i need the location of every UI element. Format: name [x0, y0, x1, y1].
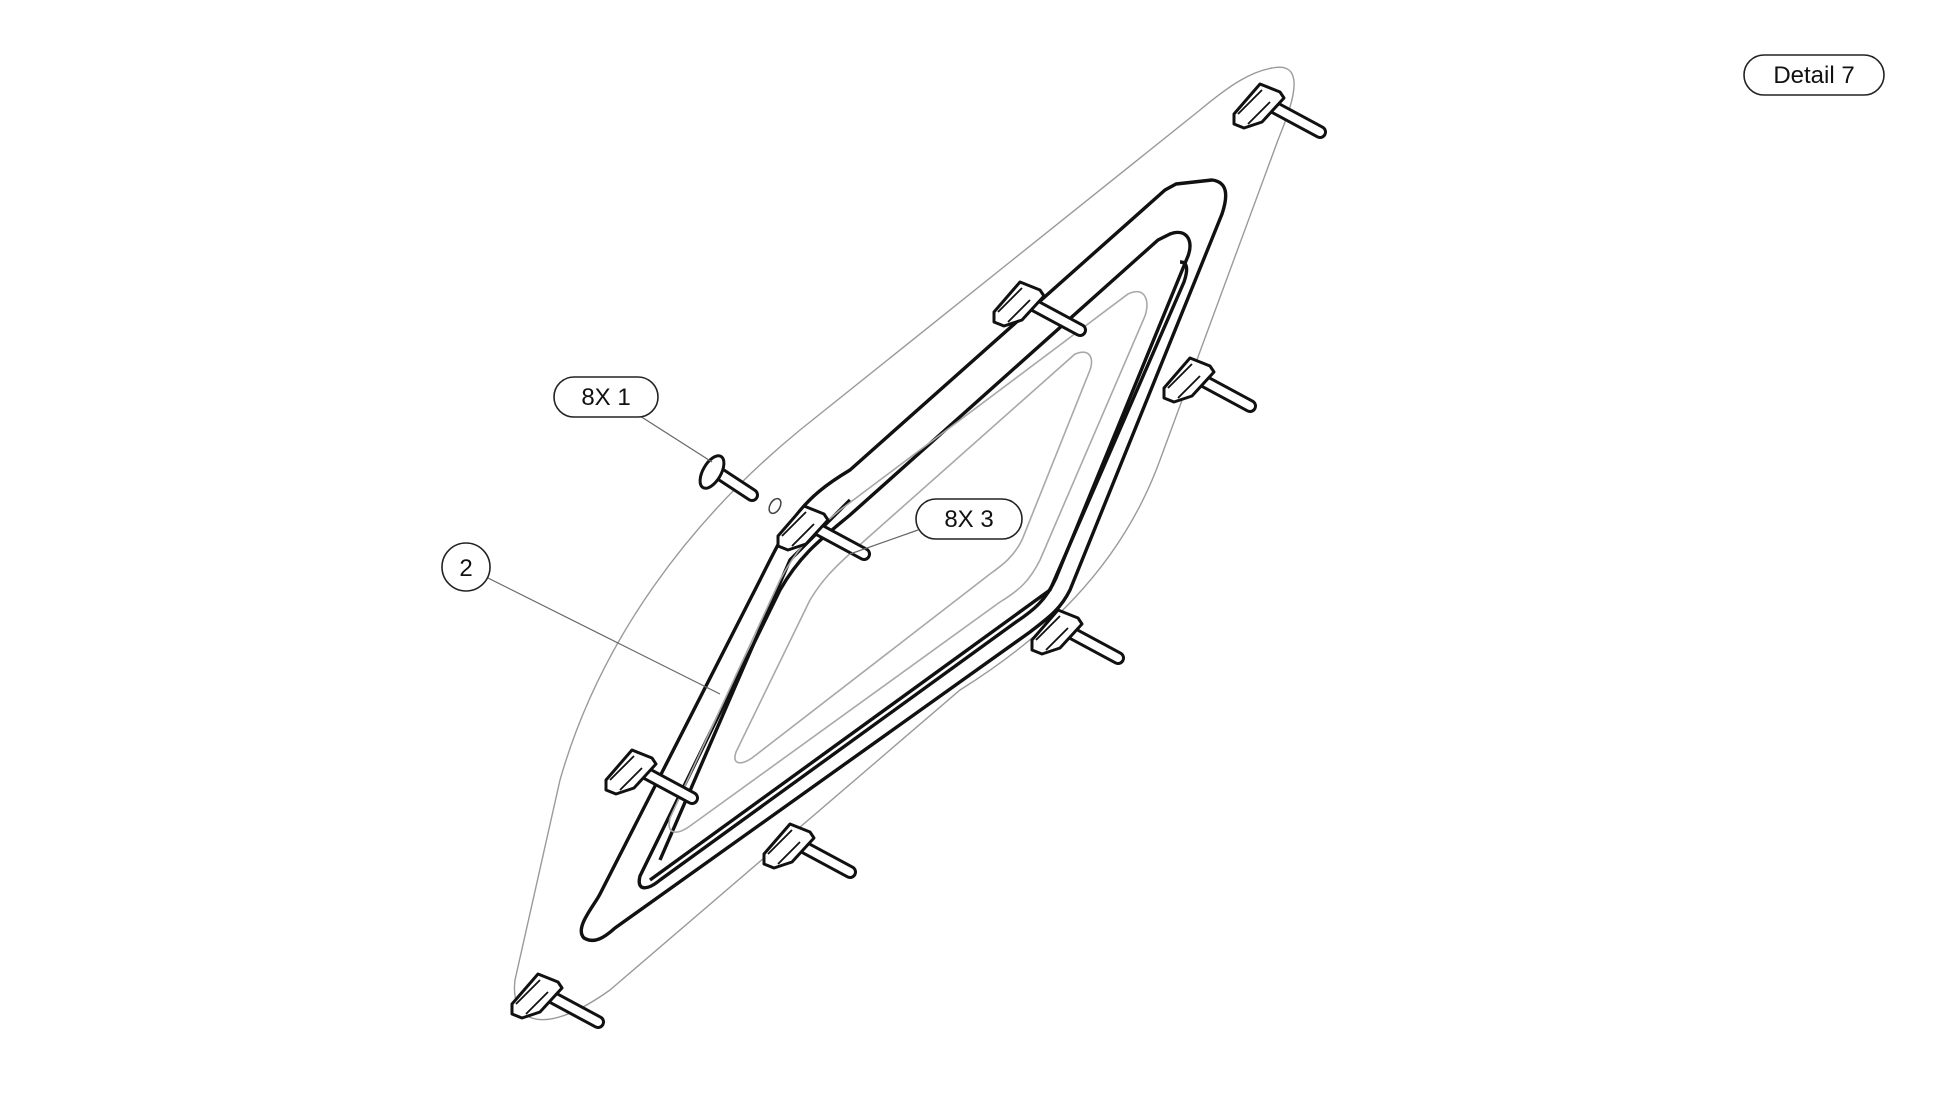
- clamp-bolt-5: [1030, 608, 1125, 665]
- callout-item-1-text: 8X 1: [581, 384, 630, 411]
- callout-item-1: 8X 1: [553, 376, 659, 418]
- leader-item-3: [849, 529, 919, 555]
- inner-rim-left: [658, 498, 852, 861]
- callout-item-3: 8X 3: [915, 498, 1023, 540]
- callout-item-3-text: 8X 3: [944, 506, 993, 533]
- recess-panel: [668, 291, 1148, 833]
- clamp-bolt-7: [762, 822, 857, 879]
- clamp-bolt-2: [992, 280, 1087, 337]
- clamp-bolt-4: [776, 504, 871, 561]
- leader-item-1: [639, 415, 713, 463]
- clamp-bolt-1: [1232, 82, 1327, 139]
- callout-item-2-text: 2: [459, 555, 472, 582]
- detail-label-badge: Detail 7: [1743, 54, 1885, 96]
- outer-plate-outline: [513, 66, 1295, 1021]
- plate-hole: [768, 497, 782, 515]
- clamp-bolt-6: [604, 748, 699, 805]
- clamp-group: [510, 82, 1327, 1029]
- inner-rim: [649, 260, 1189, 882]
- detail-label-text: Detail 7: [1773, 62, 1854, 89]
- clamp-bolt-3: [1162, 356, 1257, 413]
- inner-frame-edge: [637, 230, 1192, 890]
- bolt-item-1: [698, 454, 759, 502]
- leader-item-2: [487, 577, 721, 695]
- callout-item-2: 2: [441, 542, 491, 592]
- recess-window: [734, 351, 1093, 764]
- clamp-bolt-8: [510, 972, 605, 1029]
